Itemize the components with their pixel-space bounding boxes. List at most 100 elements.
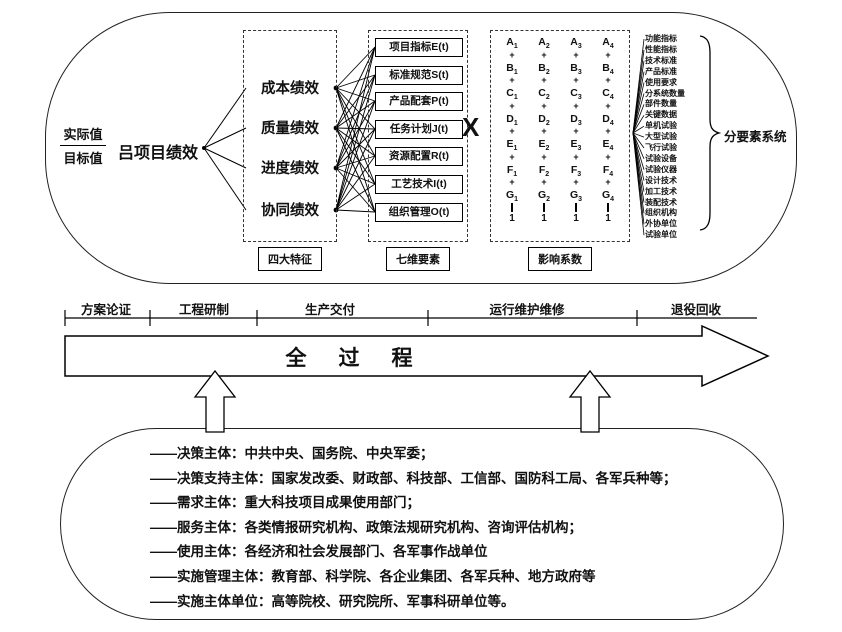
matrix-cell: B4: [592, 62, 624, 76]
sub-element-item: 设计技术: [645, 175, 677, 185]
multiply-operator: X: [462, 112, 480, 142]
sub-element-item: 飞行试验: [645, 143, 677, 152]
matrix-cell: F1: [496, 164, 528, 178]
stakeholder-line: ——实施管理主体：教育部、科学院、各企业集团、各军兵种、地方政府等: [150, 568, 596, 584]
matrix-cell-subscript: 4: [609, 43, 614, 51]
matrix-cell: E1: [496, 138, 528, 152]
matrix-cell-subscript: 1: [513, 94, 518, 102]
matrix-cell-subscript: 3: [577, 119, 582, 127]
four-characteristic-item: 质量绩效: [261, 121, 319, 137]
matrix-cell-letter: C: [538, 87, 546, 99]
matrix-cell: G3: [560, 189, 592, 203]
matrix-cell: C1: [496, 87, 528, 101]
matrix-plus: +: [573, 151, 579, 162]
matrix-cell-letter: E: [602, 138, 610, 150]
matrix-sum-value: 1: [541, 212, 547, 224]
matrix-cell-letter: B: [602, 61, 610, 74]
stakeholder-line: ——需求主体：重大科技项目成果使用部门；: [150, 495, 420, 511]
matrix-sum-bar: [528, 203, 560, 213]
stakeholder-line: ——服务主体：各类情报研究机构、政策法规研究机构、咨询评估机构；: [150, 519, 582, 535]
matrix-cell-letter: A: [538, 36, 546, 48]
matrix-plus: +: [541, 177, 547, 187]
matrix-cell: F2: [528, 164, 560, 178]
matrix-cell: E3: [560, 138, 592, 152]
matrix-plus: +: [605, 75, 611, 85]
matrix-cell-subscript: 1: [513, 145, 518, 153]
four-characteristic-item: 进度绩效: [261, 161, 319, 177]
matrix-plus: +: [605, 151, 611, 162]
matrix-cell-letter: A: [570, 36, 578, 48]
fraction-denominator: 目标值: [63, 151, 103, 166]
stakeholder-line: ——实施主体单位：高等院校、研究院所、军事科研单位等。: [150, 593, 515, 609]
bottom-stadium-panel: [60, 428, 784, 620]
matrix-cell: G1: [496, 189, 528, 203]
sub-element-item: 单机试验: [645, 121, 677, 131]
matrix-cell: C3: [560, 87, 592, 101]
matrix-cell-letter: B: [506, 61, 514, 74]
matrix-cell: B3: [560, 62, 592, 76]
matrix-cell-subscript: 1: [514, 196, 519, 204]
matrix-plus: +: [541, 100, 547, 111]
matrix-cell-subscript: 2: [545, 170, 550, 178]
matrix-cell: G4: [592, 189, 624, 203]
sub-element-item: 技术标准: [645, 55, 677, 65]
matrix-cell-subscript: 3: [577, 145, 582, 153]
matrix-plus: +: [509, 100, 515, 111]
fraction-numerator: 实际值: [63, 127, 103, 142]
timeline-phase: 工程研制: [178, 303, 230, 317]
sub-element-item: 产品标准: [645, 66, 677, 76]
timeline-phase: 方案论证: [80, 303, 132, 317]
matrix-cell-letter: G: [569, 189, 579, 201]
matrix-sum-bar: [496, 203, 528, 213]
seven-elements-caption: 七维要素: [386, 247, 450, 271]
project-performance-label: 吕项目绩效: [118, 145, 199, 162]
matrix-cell: G2: [528, 189, 560, 203]
matrix-cell-letter: B: [538, 61, 546, 74]
matrix-cell-subscript: 1: [513, 170, 518, 178]
sub-element-item: 组织机构: [645, 208, 677, 218]
matrix-cell-subscript: 4: [609, 94, 614, 102]
matrix-cell: F4: [592, 164, 624, 178]
matrix-plus: +: [573, 126, 579, 136]
matrix-cell-subscript: 4: [609, 145, 614, 153]
matrix-cell: D3: [560, 113, 592, 127]
matrix-cell-subscript: 1: [513, 43, 518, 51]
matrix-cell-letter: D: [538, 112, 546, 125]
matrix-cell: E4: [592, 138, 624, 152]
matrix-plus: +: [605, 49, 611, 60]
matrix-cell: D4: [592, 113, 624, 127]
matrix-plus: +: [605, 100, 611, 111]
matrix-cell: E2: [528, 138, 560, 152]
seven-element-box: 项目指标E(t): [375, 37, 463, 57]
matrix-plus: +: [573, 75, 579, 85]
stakeholder-line: ——决策支持主体：国家发改委、财政部、科技部、工信部、国防科工局、各军兵种等；: [150, 470, 677, 486]
four-characteristic-item: 协同绩效: [261, 203, 319, 219]
seven-element-box: 任务计划J(t): [375, 119, 463, 139]
sub-element-item: 加工技术: [645, 186, 677, 196]
matrix-plus: +: [541, 75, 547, 85]
coefficient-caption: 影响系数: [528, 247, 592, 271]
up-arrow-left: [193, 369, 237, 433]
matrix-cell-subscript: 4: [610, 196, 615, 204]
matrix-cell: A1: [496, 36, 528, 50]
sub-element-item: 性能指标: [645, 44, 677, 54]
matrix-cell: C4: [592, 87, 624, 101]
four-characteristics-caption: 四大特征: [258, 247, 322, 271]
seven-element-box: 资源配置R(t): [375, 146, 463, 166]
matrix-plus: +: [605, 177, 611, 187]
matrix-sum-value: 1: [573, 212, 579, 224]
matrix-cell-subscript: 2: [546, 196, 551, 204]
matrix-cell-letter: G: [505, 189, 515, 201]
matrix-cell-letter: E: [538, 138, 546, 150]
sub-element-item: 大型试验: [645, 132, 677, 142]
matrix-plus: +: [509, 49, 515, 60]
matrix-cell-letter: E: [570, 138, 578, 150]
sub-element-item: 试验单位: [645, 230, 677, 240]
sub-element-system-label: 分要素系统: [724, 130, 787, 144]
seven-element-box: 产品配套P(t): [375, 91, 463, 111]
matrix-cell-letter: B: [570, 61, 578, 74]
sub-element-item: 使用要求: [645, 77, 677, 87]
matrix-cell-subscript: 2: [545, 119, 550, 127]
